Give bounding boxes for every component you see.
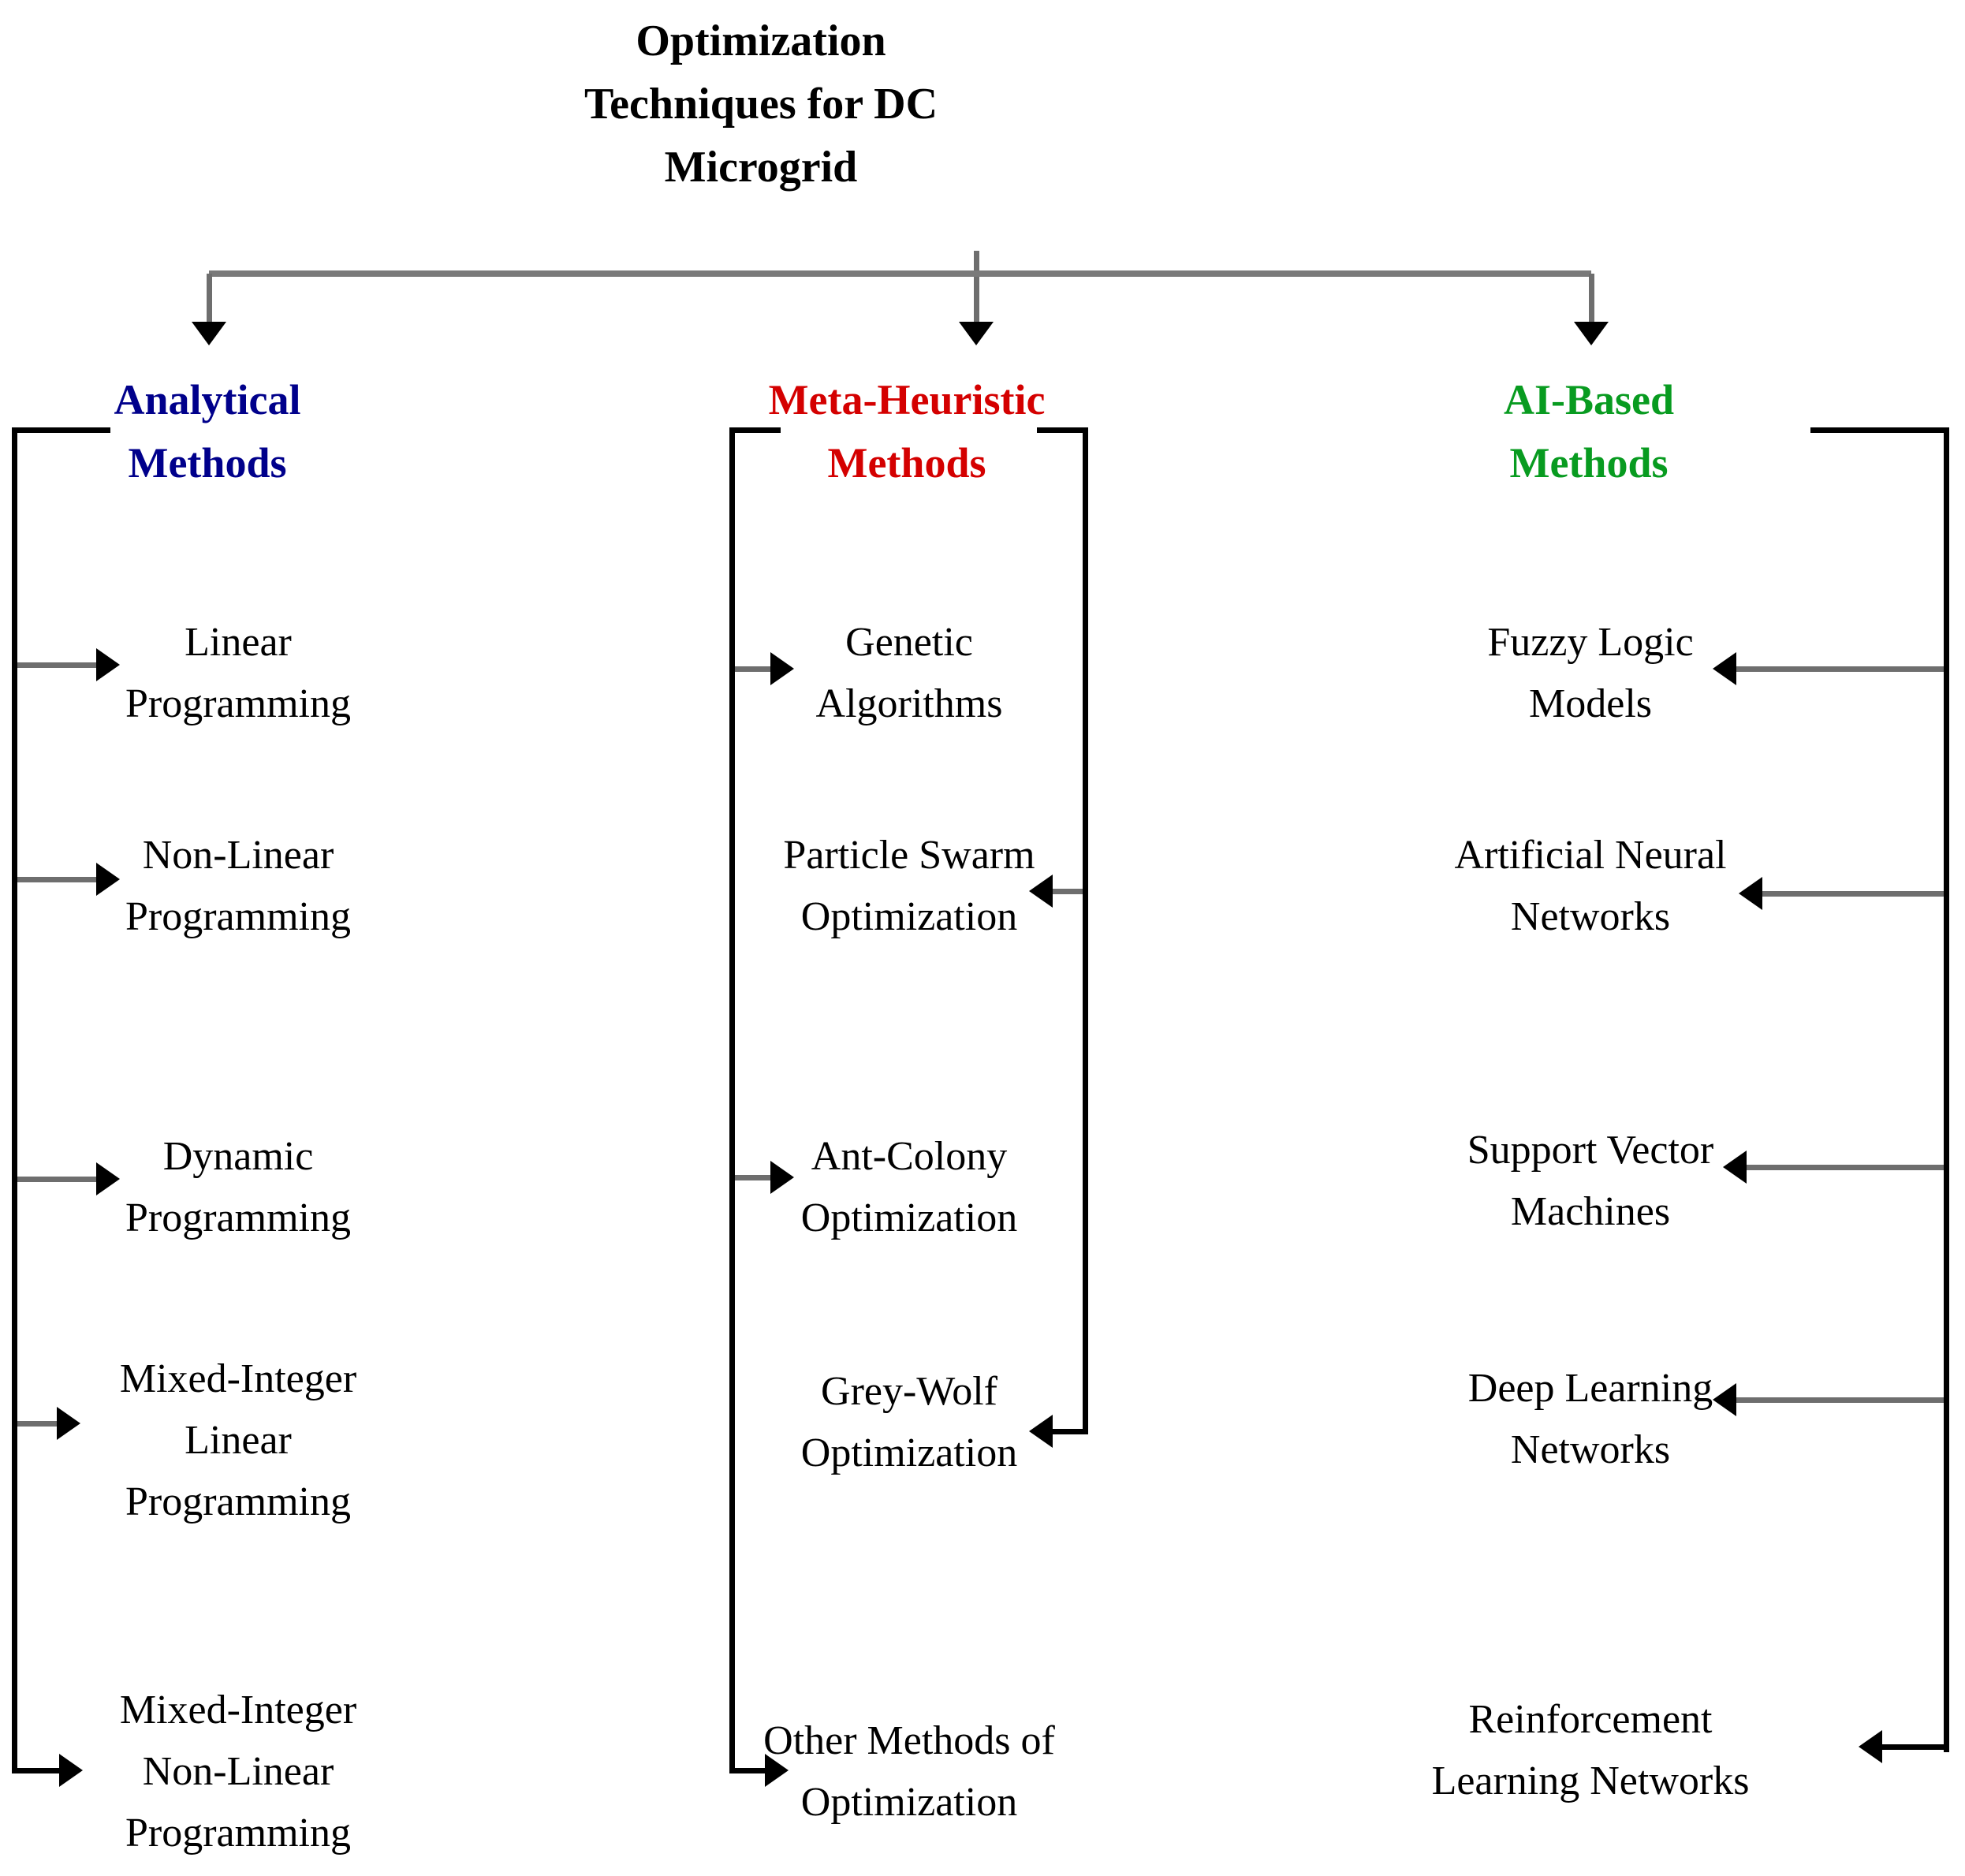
diagram-title: Optimization Techniques for DC Microgrid xyxy=(584,17,938,192)
distribution-line xyxy=(209,270,1591,277)
arrow-stem-support-vector-machines xyxy=(1747,1165,1944,1170)
node-grey-wolf-optimization: Grey-Wolf Optimization xyxy=(800,1369,1018,1475)
ai-rail-vertical xyxy=(1944,427,1949,1752)
arrow-stem-reinforcement-learning xyxy=(1882,1744,1944,1750)
arrowhead-down-meta-heuristic xyxy=(959,322,994,345)
node-artificial-neural-networks: Artificial Neural Networks xyxy=(1454,833,1727,939)
arrow-stem-fuzzy-logic xyxy=(1736,666,1944,672)
arrow-stem-mixed-integer-linear xyxy=(17,1421,57,1427)
arrowhead-deep-learning-networks xyxy=(1713,1383,1736,1416)
arrow-stem-artificial-neural-networks xyxy=(1762,891,1944,897)
node-dynamic-programming: Dynamic Programming xyxy=(125,1134,351,1240)
arrowhead-dynamic-programming xyxy=(96,1162,120,1195)
ai-rail-top xyxy=(1810,427,1949,433)
arrowhead-ant-colony xyxy=(770,1161,794,1194)
column-header-analytical: Analytical Methods xyxy=(114,376,301,487)
arrow-stem-deep-learning-networks xyxy=(1736,1397,1944,1403)
arrowhead-mixed-integer-non-linear xyxy=(59,1754,83,1787)
node-non-linear-programming: Non-Linear Programming xyxy=(125,833,351,939)
arrow-stem-to-analytical xyxy=(207,274,212,323)
arrowhead-genetic-algorithms xyxy=(770,652,794,685)
arrow-stem-grey-wolf xyxy=(1053,1429,1088,1434)
node-support-vector-machines: Support Vector Machines xyxy=(1467,1128,1714,1234)
meta-rail-top-right xyxy=(1037,427,1088,433)
node-genetic-algorithms: Genetic Algorithms xyxy=(815,620,1003,726)
root-connector-stem xyxy=(974,251,979,323)
column-header-ai-based: AI-Based Methods xyxy=(1503,376,1675,487)
node-mixed-integer-non-linear-programming: Mixed-Integer Non-Linear Programming xyxy=(119,1688,357,1855)
arrow-stem-linear-programming xyxy=(17,662,96,668)
arrow-stem-genetic-algorithms xyxy=(735,666,770,672)
node-reinforcement-learning-networks: Reinforcement Learning Networks xyxy=(1431,1697,1750,1803)
arrow-stem-other-methods xyxy=(735,1768,765,1773)
arrow-stem-non-linear-programming xyxy=(17,877,96,882)
meta-rail-top-left xyxy=(729,427,781,433)
arrowhead-grey-wolf xyxy=(1029,1415,1053,1448)
arrowhead-artificial-neural-networks xyxy=(1739,877,1762,910)
node-fuzzy-logic-models: Fuzzy Logic Models xyxy=(1487,620,1694,726)
arrowhead-support-vector-machines xyxy=(1723,1151,1747,1184)
analytical-rail-vertical xyxy=(12,427,17,1773)
node-linear-programming: Linear Programming xyxy=(125,620,351,726)
node-particle-swarm-optimization: Particle Swarm Optimization xyxy=(783,833,1035,939)
arrowhead-particle-swarm xyxy=(1029,875,1053,908)
arrowhead-reinforcement-learning xyxy=(1859,1730,1882,1763)
arrowhead-down-analytical xyxy=(192,322,226,345)
arrowhead-non-linear-programming xyxy=(96,863,120,896)
analytical-rail-top xyxy=(12,427,110,433)
column-header-meta-heuristic: Meta-Heuristic Methods xyxy=(768,376,1046,487)
arrow-stem-ant-colony xyxy=(735,1175,770,1180)
arrow-stem-particle-swarm xyxy=(1053,889,1083,894)
arrow-stem-mixed-integer-non-linear xyxy=(12,1768,59,1773)
arrowhead-other-methods xyxy=(765,1754,789,1787)
arrow-stem-dynamic-programming xyxy=(17,1177,96,1182)
arrowhead-fuzzy-logic xyxy=(1713,652,1736,685)
arrowhead-mixed-integer-linear xyxy=(57,1407,80,1440)
node-deep-learning-networks: Deep Learning Networks xyxy=(1467,1366,1713,1472)
node-mixed-integer-linear-programming: Mixed-Integer Linear Programming xyxy=(119,1356,357,1524)
node-ant-colony-optimization: Ant-Colony Optimization xyxy=(800,1134,1018,1240)
meta-rail-left-vertical xyxy=(729,427,735,1773)
arrowhead-linear-programming xyxy=(96,648,120,681)
arrow-stem-to-ai-based xyxy=(1589,274,1594,323)
arrowhead-down-ai-based xyxy=(1574,322,1609,345)
node-other-methods-of-optimization: Other Methods of Optimization xyxy=(763,1718,1055,1825)
meta-rail-right-vertical xyxy=(1083,427,1088,1434)
